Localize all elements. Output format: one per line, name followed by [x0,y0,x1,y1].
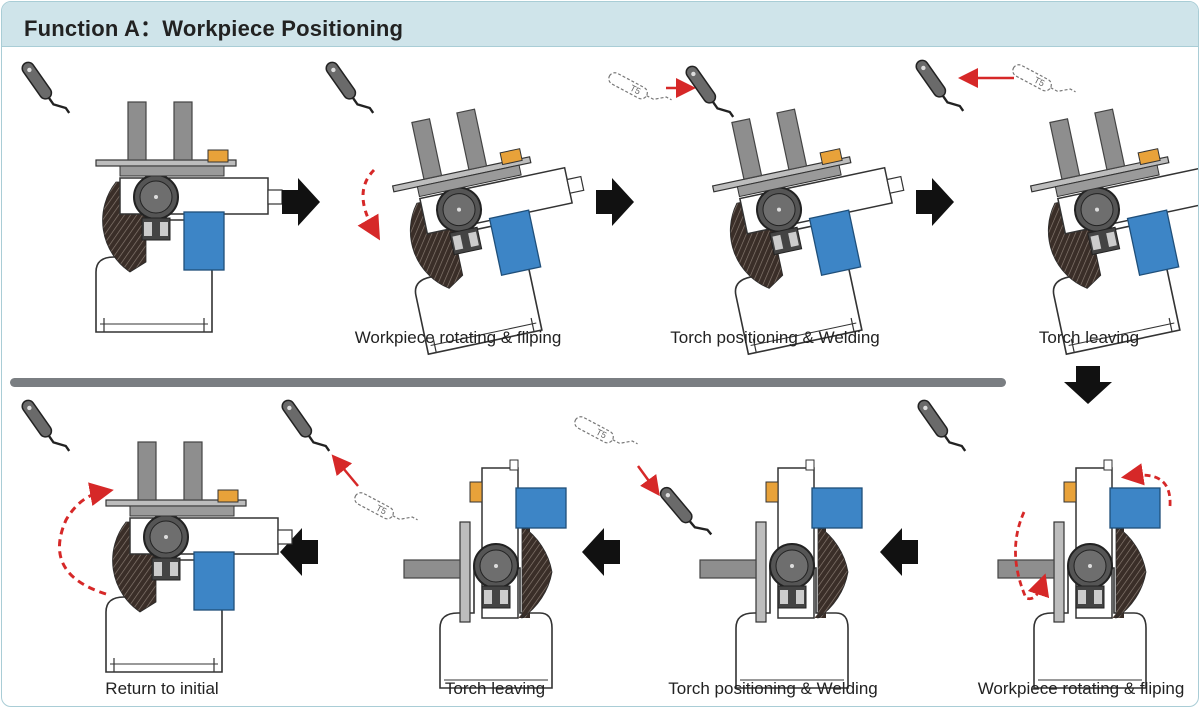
caption-step-8: Return to initial [105,679,219,698]
rotate-arrow-icon [1014,511,1050,601]
torch-ghost-label: T5 [374,503,388,517]
rotate-arrow-icon [357,168,381,241]
caption-step-3: Torch positioning & Welding [670,328,880,347]
torch-ghost-label: T5 [628,83,642,97]
step-7-machine: T5 [278,395,567,689]
flow-arrow-5 [880,528,918,576]
caption-step-7: Torch leaving [444,679,546,698]
flow-arrow-3 [916,178,954,226]
flow-arrow-down [1064,366,1112,404]
flow-arrow-1 [282,178,320,226]
step-4-machine: T5 [912,55,1198,356]
caption-step-4: Torch leaving [1038,328,1140,347]
step-2-machine [322,57,612,356]
step-6-machine: T5 [572,412,863,689]
flow-arrow-2 [596,178,634,226]
step-3-machine: T5 [606,61,932,356]
caption-step-2: Workpiece rotating & fliping [354,328,562,347]
caption-step-6: Torch positioning & Welding [668,679,878,698]
torch-ghost-label: T5 [1032,75,1046,89]
torch-ghost-label: T5 [594,427,608,441]
rotate-arrow-icon [57,482,114,596]
step-1-machine [18,57,283,333]
flow-arrow-6 [582,528,620,576]
step-8-machine [18,395,293,673]
caption-step-5: Workpiece rotating & fliping [977,679,1185,698]
flow-arrow-7 [280,528,318,576]
step-5-machine [914,395,1172,689]
row-divider [10,378,1006,387]
rotate-arrow-icon [1120,463,1172,507]
header-bar: Function A：Workpiece Positioning [2,2,1198,47]
page-title: Function A：Workpiece Positioning [24,16,404,41]
